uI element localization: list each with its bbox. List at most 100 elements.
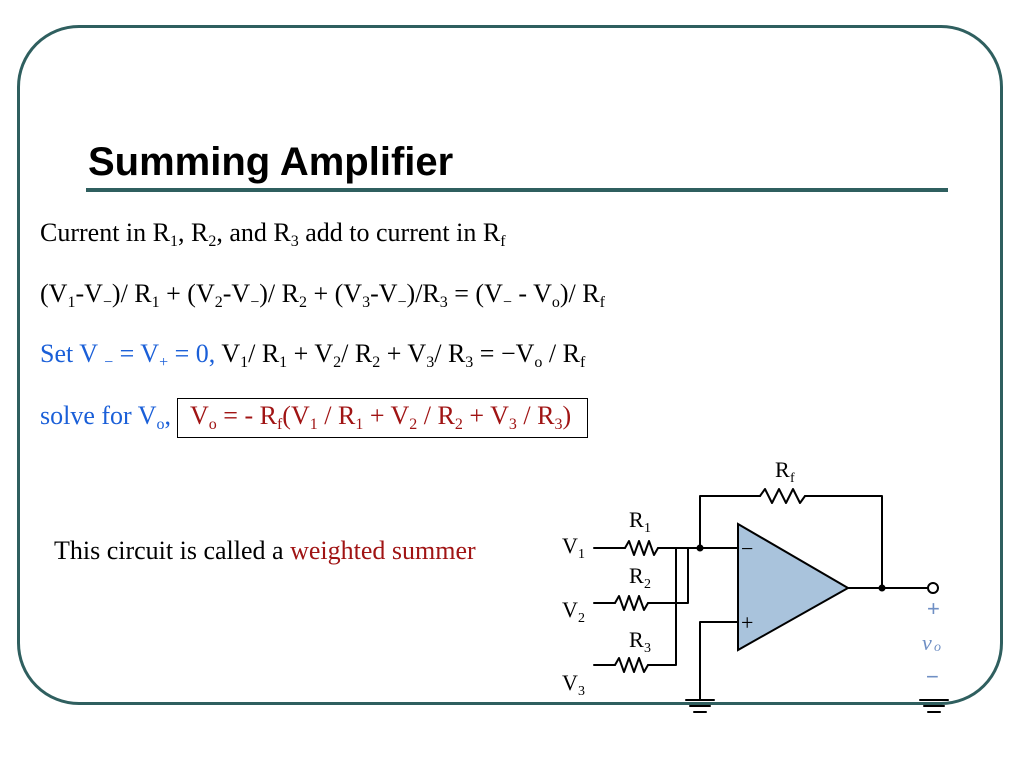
equation-subscript: 1 <box>309 416 318 433</box>
equation-text: / R <box>248 339 280 368</box>
output-node <box>878 584 886 592</box>
r3-wire <box>647 547 677 666</box>
equation-line-1: Current in R1, R2, and R3 add to current… <box>40 218 506 250</box>
equation-subscript: 3 <box>426 354 435 371</box>
equation-subscript: 2 <box>333 354 342 371</box>
equation-text: )/ R <box>559 279 600 308</box>
rf-resistor <box>759 488 806 504</box>
equation-subscript: 1 <box>240 354 249 371</box>
equation-subscript: f <box>500 233 506 250</box>
equation-subscript: o <box>156 416 165 433</box>
equation-subscript: o <box>534 354 543 371</box>
summing-amplifier-circuit: − + R f R 1 R 2 R 3 V 1 V 2 V 3 + v o − <box>562 457 949 713</box>
equation-subscript: 1 <box>355 416 364 433</box>
vo-label-sub: o <box>934 640 941 655</box>
boxed-result-equation: Vo = - Rf(V1 / R1 + V2 / R2 + V3 / R3) <box>177 398 589 438</box>
equation-subscript: 1 <box>279 354 288 371</box>
equation-text: + V <box>363 401 410 430</box>
equation-text: / R <box>542 339 580 368</box>
equation-text: ) <box>562 401 572 430</box>
v2-label: V <box>562 597 578 622</box>
equation-text: (V <box>282 401 310 430</box>
r3-resistor <box>614 657 649 673</box>
equation-subscript: − <box>104 354 114 371</box>
inverting-node <box>696 544 704 552</box>
equation-text: solve for V <box>40 401 157 430</box>
equation-text: = - R <box>216 401 277 430</box>
equation-line-2: (V1-V−)/ R1 + (V2-V−)/ R2 + (V3-V−)/R3 =… <box>40 279 605 311</box>
v2-label-sub: 2 <box>578 611 585 626</box>
r2-wire <box>647 547 689 604</box>
output-terminal <box>927 582 939 594</box>
equation-subscript: 3 <box>554 416 563 433</box>
equation-text: V <box>221 339 241 368</box>
r1-label-sub: 1 <box>644 521 651 536</box>
r2-resistor <box>614 595 649 611</box>
equation-text: / R <box>341 339 373 368</box>
equation-text: , and R <box>216 218 291 247</box>
equation-text: + V <box>380 339 427 368</box>
output-minus-sign: − <box>926 664 939 689</box>
equation-subscript: 3 <box>439 294 448 311</box>
equation-subscript: o <box>208 416 217 433</box>
noninv-ground-wire <box>699 621 739 701</box>
equation-text: = −V <box>473 339 535 368</box>
equation-text: , R <box>178 218 209 247</box>
r3-label-sub: 3 <box>644 641 651 656</box>
equation-text: V <box>190 401 209 430</box>
vo-label: v <box>922 630 932 655</box>
inverting-input-sign: − <box>741 536 753 561</box>
equation-text: = (V <box>447 279 503 308</box>
equation-text: + (V <box>159 279 215 308</box>
opamp-triangle <box>737 522 851 652</box>
v3-label: V <box>562 670 578 695</box>
equation-text: / R <box>434 339 466 368</box>
equation-text: / R <box>516 401 555 430</box>
v3-label-sub: 3 <box>578 684 585 699</box>
equation-subscript: − <box>250 294 260 311</box>
equation-subscript: 3 <box>465 354 474 371</box>
feedback-wire-right <box>804 495 883 589</box>
equation-text: + V <box>287 339 334 368</box>
equation-text: = 0, <box>168 339 222 368</box>
equation-subscript: 3 <box>508 416 517 433</box>
caption: This circuit is called a weighted summer <box>54 532 524 570</box>
equation-subscript: − <box>502 294 512 311</box>
equation-text: + (V <box>306 279 363 308</box>
title-underline <box>86 188 948 192</box>
equation-text: / R <box>317 401 356 430</box>
equation-text: Set V <box>40 339 105 368</box>
equation-subscript: 2 <box>372 354 381 371</box>
caption-prefix: This circuit is called a <box>54 536 291 565</box>
r1-resistor <box>624 540 659 556</box>
v1-label-sub: 1 <box>578 547 585 562</box>
equation-subscript: 1 <box>151 294 160 311</box>
equation-line-3: Set V − = V+ = 0, V1/ R1 + V2/ R2 + V3/ … <box>40 339 585 371</box>
r3-label: R <box>629 627 644 652</box>
equation-subscript: 1 <box>170 233 178 250</box>
equation-text: - V <box>511 279 552 308</box>
equation-text: add to current in R <box>298 218 501 247</box>
equation-text: + V <box>462 401 509 430</box>
r1-label: R <box>629 507 644 532</box>
equation-subscript: + <box>159 354 169 371</box>
equation-text: )/ R <box>259 279 299 308</box>
equation-subscript: f <box>599 294 605 311</box>
equation-subscript: o <box>551 294 560 311</box>
equation-subscript: − <box>102 294 112 311</box>
r2-label-sub: 2 <box>644 577 651 592</box>
output-plus-sign: + <box>927 596 940 621</box>
equation-subscript: 3 <box>362 294 371 311</box>
rf-label: R <box>775 457 790 482</box>
equation-subscript: 3 <box>290 233 299 250</box>
equation-subscript: 2 <box>208 233 217 250</box>
equation-text: )/ R <box>111 279 152 308</box>
equation-subscript: 2 <box>214 294 223 311</box>
equation-subscript: 2 <box>454 416 463 433</box>
equation-text: -V <box>370 279 398 308</box>
equation-subscript: 1 <box>67 294 76 311</box>
rf-label-sub: f <box>790 471 795 486</box>
equation-text: Current in R <box>40 218 170 247</box>
caption-highlight: weighted summer <box>290 536 476 565</box>
equation-text: , <box>164 401 172 430</box>
